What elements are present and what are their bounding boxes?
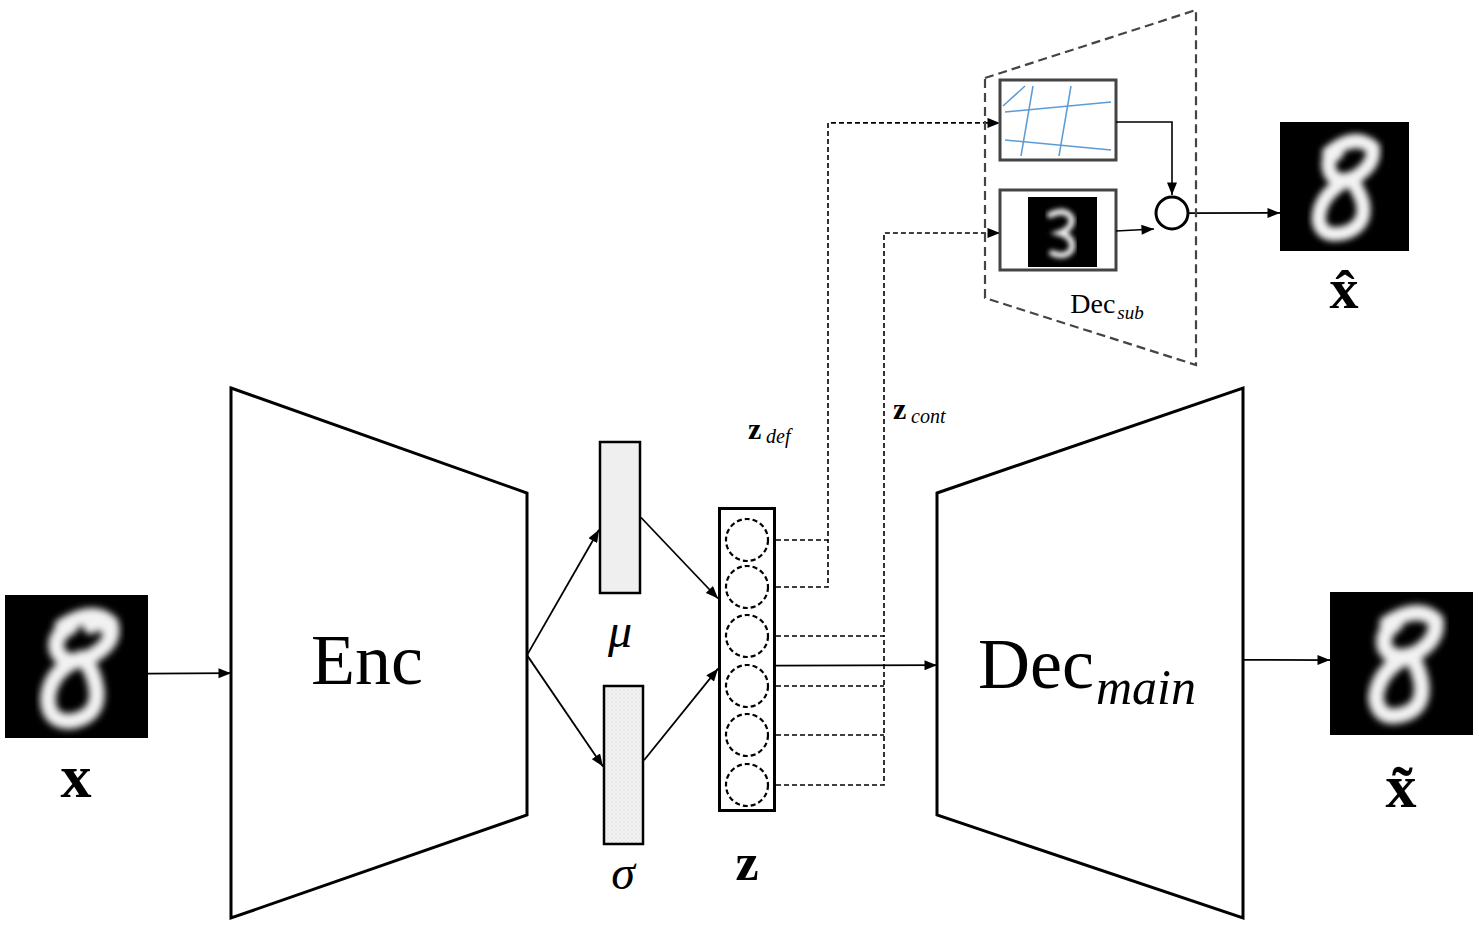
node-text: x: [61, 745, 92, 807]
trapezoid-outline: [937, 388, 1243, 918]
label-subscript: sub: [1117, 302, 1143, 323]
node-label: x̃: [1386, 752, 1417, 820]
latent-vector-shape: [718, 507, 776, 812]
sigma-vector: σ: [603, 685, 644, 845]
node-label: x̂: [1330, 256, 1359, 321]
flow-arrow: [527, 655, 603, 766]
encoder-trapezoid: Enc: [231, 388, 527, 918]
sub-decoder: Decsub: [985, 10, 1196, 365]
sub-output-image: x̂: [1280, 122, 1409, 251]
node-label: x: [61, 742, 92, 810]
node-text: μ: [608, 607, 632, 655]
flow-arrow: [1243, 659, 1330, 661]
digit-strokes: [1319, 141, 1373, 234]
latent-subscript: cont: [911, 406, 945, 426]
dashed-wire: [776, 685, 884, 687]
latent-unit: [726, 566, 768, 608]
latent-unit: [726, 615, 768, 657]
latent-unit: [726, 665, 768, 707]
mean-vector-shape: [599, 441, 641, 594]
flow-arrow: [1188, 212, 1280, 214]
warp-operator: [1156, 197, 1188, 229]
node-label: μ: [608, 604, 632, 657]
node-label: z: [735, 834, 758, 891]
vector-frame: [720, 509, 775, 811]
latent-subscript: def: [766, 426, 790, 446]
node-text: Enc: [311, 624, 423, 696]
node-text: Decmain: [978, 628, 1196, 700]
digit-strokes: [48, 616, 112, 721]
flow-arrow: [644, 669, 718, 761]
node-text: z: [735, 837, 758, 889]
flow-arrow: [527, 530, 599, 655]
image-ground: [1330, 592, 1473, 735]
latent-unit: [726, 714, 768, 756]
flow-arrow: [776, 664, 937, 666]
flow-arrow: [148, 672, 231, 674]
main-decoder: Decmain: [937, 388, 1243, 918]
grid-lines: [1003, 86, 1111, 156]
image-to-warp-arrow: [1116, 229, 1154, 231]
label-subscript: main: [1096, 659, 1196, 715]
latent-vector: z: [718, 507, 776, 812]
mean-vector: μ: [599, 441, 641, 594]
dashed-wire: [776, 636, 884, 785]
node-text: x̃: [1386, 755, 1417, 817]
deformation-grid-box: [1000, 80, 1116, 160]
trapezoid-outline: [985, 10, 1196, 365]
latent-symbol: z: [893, 394, 906, 424]
content-image-box: [1000, 190, 1116, 270]
node-label: Dec: [1070, 288, 1115, 319]
grid-to-warp-arrow: [1116, 122, 1172, 195]
sub-output-image-shape: [1280, 122, 1409, 251]
content-image: [1028, 197, 1097, 267]
node-text: σ: [611, 849, 635, 897]
dashed-wire: [776, 540, 828, 587]
digit-strokes: [1376, 613, 1436, 716]
sigma-vector-shape: [603, 685, 644, 845]
node-label: σ: [611, 846, 635, 899]
trapezoid-outline: [231, 388, 527, 918]
latent-split-arrow: [776, 123, 1000, 540]
image-ground: [1280, 122, 1409, 251]
main-output-image: x̃: [1330, 592, 1473, 735]
latent-split-arrow: [776, 233, 1000, 636]
latent-symbol: z: [748, 414, 761, 444]
node-label: Enc: [311, 620, 423, 700]
vector-bar: [604, 686, 643, 844]
main-output-image-shape: [1330, 592, 1473, 735]
node-text: Decsub: [1070, 290, 1143, 318]
node-label: Dec: [978, 624, 1094, 704]
node-text: x̂: [1330, 260, 1359, 318]
latent-unit: [726, 764, 768, 806]
vector-bar: [600, 442, 640, 593]
dashed-wire: [776, 734, 884, 736]
flow-arrow: [641, 518, 718, 599]
latent-unit: [726, 519, 768, 561]
input-image: x: [5, 595, 148, 738]
image-ground: [5, 595, 148, 738]
input-image-shape: [5, 595, 148, 738]
